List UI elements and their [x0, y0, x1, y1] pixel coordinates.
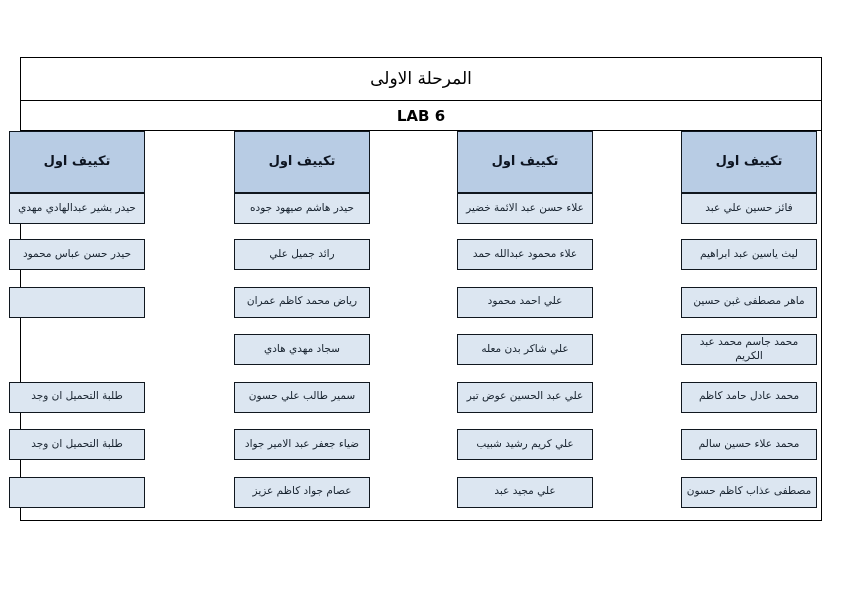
student-cell[interactable]: محمد جاسم محمد عبد الكريم [681, 334, 817, 365]
student-cell[interactable]: حيدر حسن عباس محمود [9, 239, 145, 270]
student-cell[interactable]: ماهر مصطفى غبن حسين [681, 286, 817, 318]
student-cell[interactable]: علي مجيد عبد [457, 476, 593, 508]
page-title: المرحلة الاولى [370, 69, 472, 89]
student-cell[interactable]: علي كريم رشيد شبيب [457, 429, 593, 460]
student-cell[interactable]: سمير طالب علي حسون [234, 381, 370, 413]
student-cell[interactable]: محمد علاء حسين سالم [681, 429, 817, 460]
student-cell[interactable]: محمد عادل حامد كاظم [681, 381, 817, 413]
column-header-3: تكييف اول [234, 131, 370, 193]
student-cell[interactable]: رائد جميل علي [234, 239, 370, 270]
student-cell[interactable]: فائز حسين علي عبد [681, 193, 817, 224]
student-cell[interactable]: مصطفى عذاب كاظم حسون [681, 476, 817, 508]
empty-cell[interactable] [9, 476, 145, 508]
student-cell[interactable]: علي عبد الحسين عوض تير [457, 381, 593, 413]
lab-label: LAB 6 [396, 106, 446, 125]
table-title-row: المرحلة الاولى [21, 58, 821, 101]
student-cell[interactable]: ليث ياسين عبد ابراهيم [681, 239, 817, 270]
column-header-1: تكييف اول [681, 131, 817, 193]
student-cell[interactable]: علي شاكر بدن معله [457, 334, 593, 365]
student-cell[interactable]: علاء حسن عبد الائمة خضير [457, 193, 593, 224]
student-cell[interactable]: علاء محمود عبدالله حمد [457, 239, 593, 270]
student-column-3: تكييف اول حيدر هاشم صيهود جوده رائد جميل… [234, 131, 370, 524]
columns-grid: تكييف اول فائز حسين علي عبد ليث ياسين عب… [9, 131, 821, 517]
student-column-2: تكييف اول علاء حسن عبد الائمة خضير علاء … [457, 131, 593, 524]
student-cell[interactable]: حيدر هاشم صيهود جوده [234, 193, 370, 224]
missing-cell-placeholder [9, 334, 145, 382]
student-cell[interactable]: حيدر بشير عبدالهادي مهدي [9, 193, 145, 224]
student-cell[interactable]: عصام جواد كاظم عزيز [234, 476, 370, 508]
student-cell[interactable]: ضياء جعفر عبد الامير جواد [234, 429, 370, 460]
student-cell[interactable]: رياض محمد كاظم عمران [234, 286, 370, 318]
schedule-table: المرحلة الاولى LAB 6 تكييف اول فائز حسين… [9, 57, 822, 521]
student-column-4: تكييف اول حيدر بشير عبدالهادي مهدي حيدر … [9, 131, 145, 524]
empty-cell[interactable] [9, 286, 145, 318]
placeholder-note-cell[interactable]: طلبة التحميل ان وجد [9, 429, 145, 460]
column-header-2: تكييف اول [457, 131, 593, 193]
student-column-1: تكييف اول فائز حسين علي عبد ليث ياسين عب… [681, 131, 817, 524]
column-header-4: تكييف اول [9, 131, 145, 193]
student-cell[interactable]: سجاد مهدي هادي [234, 334, 370, 365]
lab-title-row: LAB 6 [21, 101, 821, 131]
student-cell[interactable]: علي احمد محمود [457, 286, 593, 318]
placeholder-note-cell[interactable]: طلبة التحميل ان وجد [9, 381, 145, 413]
